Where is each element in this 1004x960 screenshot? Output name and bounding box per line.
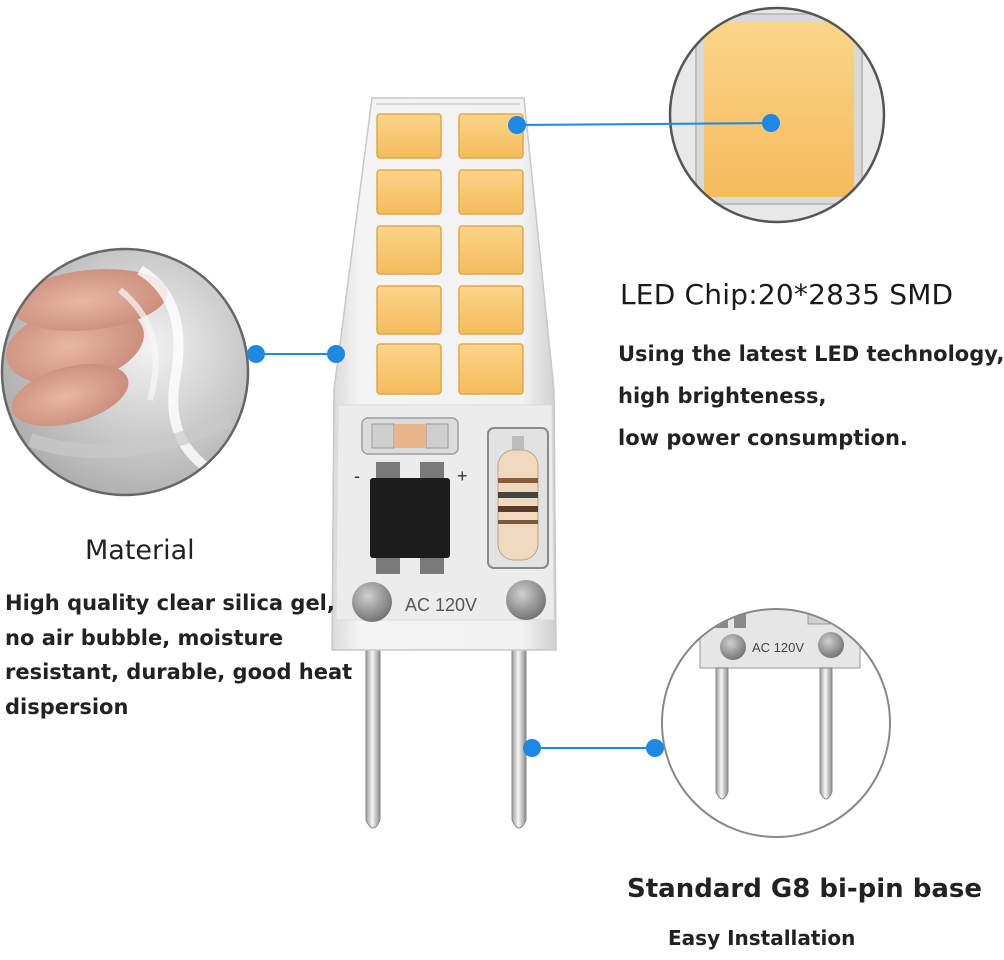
callout-lines [247,114,780,757]
rivet-dot [352,582,392,622]
led-chip [458,343,524,395]
resistor-component [487,427,549,569]
led-chip [458,169,524,215]
callout-dot [762,114,780,132]
led-chip-title: LED Chip:20*2835 SMD [620,278,954,311]
minus-sign: - [354,466,360,486]
rectifier-chip: - + [354,462,468,574]
led-chip [376,225,442,275]
callout-dot [327,345,345,363]
material-desc-line: resistant, durable, good heat [5,660,353,684]
led-chip-desc-line: high brighteness, [618,384,827,408]
led-chip-grid [376,113,524,395]
callout-dot [523,739,541,757]
base-subtitle: Easy Installation [668,926,856,950]
rivet-dot [506,580,546,620]
material-desc-line: dispersion [5,695,129,719]
led-chip [458,113,524,159]
material-title: Material [85,535,195,566]
led-chip [458,285,524,335]
smd-resistor [361,417,459,455]
material-desc-line: High quality clear silica gel, [5,591,335,615]
led-chip [458,225,524,275]
zoom-led-chip [668,6,886,224]
led-chip-desc-line: Using the latest LED technology, [618,342,1004,366]
callout-dot [646,739,664,757]
callout-line-chip [516,122,772,126]
voltage-label: AC 120V [405,595,477,615]
callout-dot [247,345,265,363]
material-desc-line: no air bubble, moisture [5,626,284,650]
led-chip [376,113,442,159]
bulb-pins [365,649,527,829]
led-chip [376,169,442,215]
bulb-base-markings: AC 120V [352,580,546,622]
callout-dot [508,116,526,134]
zoom-material [0,247,250,497]
inset-voltage-label: AC 120V [752,640,804,655]
plus-sign: + [457,466,468,486]
base-title: Standard G8 bi-pin base [627,874,982,904]
led-chip [376,343,442,395]
led-chip-desc-line: low power consumption. [618,426,908,450]
led-chip [376,285,442,335]
product-illustration: - + AC 120V [0,6,891,838]
zoom-g8-base: AC 120V [661,608,891,838]
